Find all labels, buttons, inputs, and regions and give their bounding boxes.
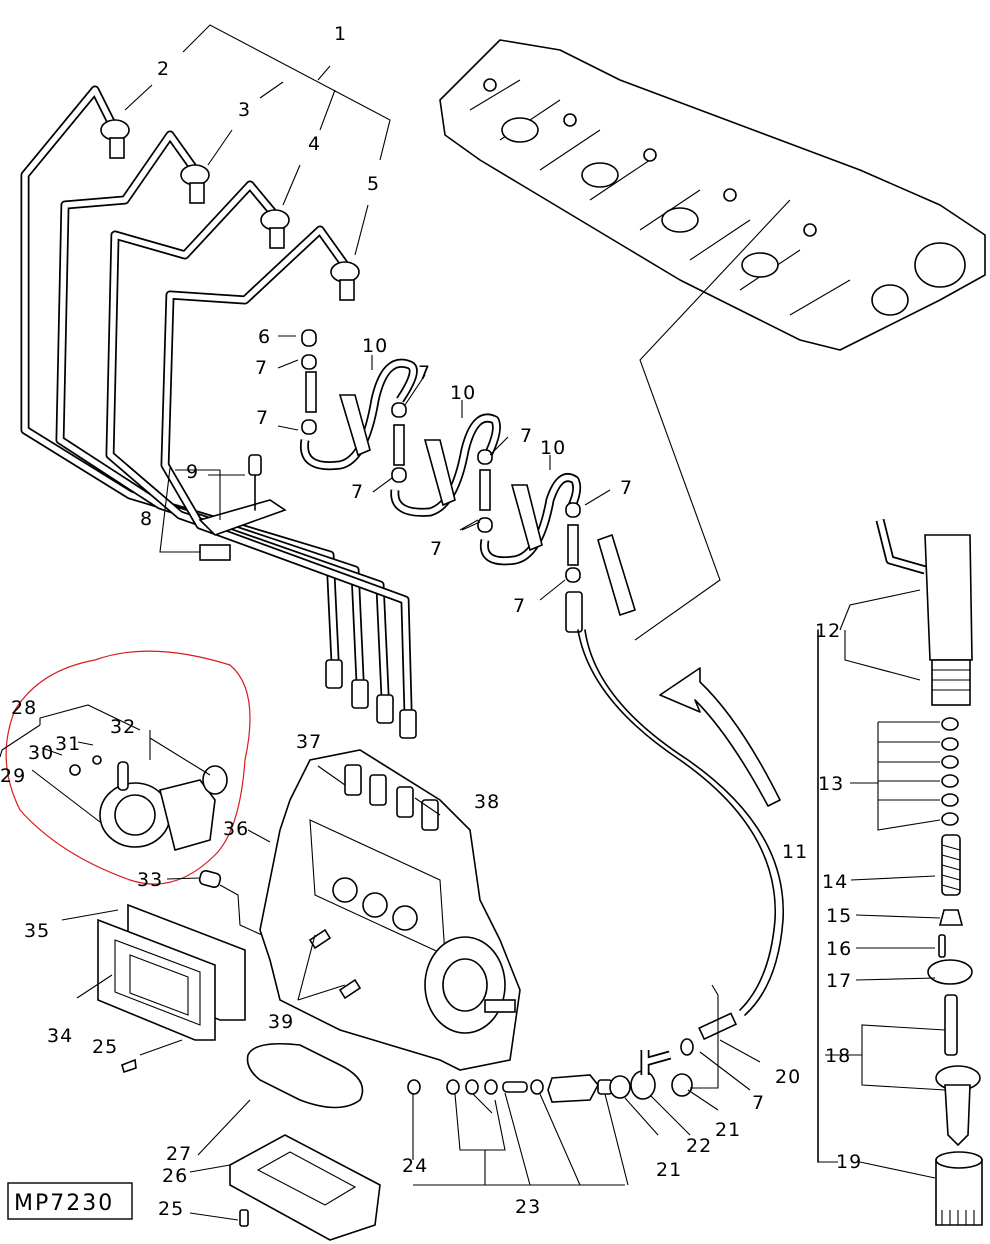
direction-arrow [659,667,781,807]
reference-code: MP7230 [14,1191,114,1216]
feed-pump-assembly [69,755,228,851]
callout-36: 36 [223,818,249,840]
callout-26: 26 [162,1165,188,1187]
callout-10b: 10 [450,382,476,404]
callout-28: 28 [11,697,37,719]
callout-31: 31 [55,733,81,755]
callout-30: 30 [28,742,54,764]
callout-8: 8 [140,508,153,530]
callout-7h: 7 [513,595,526,617]
gasket-27 [246,1042,364,1109]
callout-3: 3 [238,99,251,121]
callout-32: 32 [110,716,136,738]
callout-6: 6 [258,326,271,348]
injector-exploded [817,518,983,1226]
callout-10c: 10 [540,437,566,459]
cap-6 [301,329,317,347]
leak-off-lines [299,329,636,633]
callout-18: 18 [825,1045,851,1067]
reference-code-box: MP7230 [7,1182,133,1220]
callout-7f: 7 [430,538,443,560]
callout-25b: 25 [158,1198,184,1220]
cover-plates [97,903,246,1074]
callout-10a: 10 [362,335,388,357]
callout-34: 34 [47,1025,73,1047]
callout-7e: 7 [520,425,533,447]
callout-9: 9 [186,461,199,483]
callout-14: 14 [822,871,848,893]
callout-13: 13 [818,773,844,795]
line-fitting-5 [330,261,360,301]
line-fitting-2 [100,119,130,159]
callout-33: 33 [137,869,163,891]
callout-22: 22 [686,1135,712,1157]
injection-lines [20,85,417,739]
callout-7c: 7 [418,362,431,384]
highlight-circle [5,650,251,885]
leader-lines [0,24,946,1221]
callout-16: 16 [826,938,852,960]
callout-38: 38 [474,791,500,813]
return-pipe [577,629,776,1011]
delivery-valves [344,764,439,831]
injection-pump [259,749,521,1071]
callout-7g: 7 [620,477,633,499]
callout-20: 20 [775,1066,801,1088]
plug-33 [198,869,222,889]
callout-7i: 7 [752,1092,765,1114]
callout-1: 1 [334,23,347,45]
callout-15: 15 [826,905,852,927]
callout-labels: 1 2 3 4 5 6 7 7 7 7 7 7 7 7 7 8 9 10 10 … [0,23,862,1220]
callout-29: 29 [0,765,26,787]
line-fitting-3 [180,164,210,204]
small-parts-row [407,1012,738,1103]
callout-25a: 25 [92,1036,118,1058]
callout-19: 19 [836,1151,862,1173]
callout-4: 4 [308,133,321,155]
cylinder-head [439,39,986,641]
callout-7b: 7 [256,407,269,429]
callout-2: 2 [157,58,170,80]
callout-21b: 21 [656,1159,682,1181]
callout-23: 23 [515,1196,541,1218]
callout-7a: 7 [255,357,268,379]
callout-35: 35 [24,920,50,942]
callout-7d: 7 [351,481,364,503]
shims [941,717,959,826]
callout-37: 37 [296,731,322,753]
plate-26 [229,1134,381,1241]
callout-24: 24 [402,1155,428,1177]
callout-27: 27 [166,1143,192,1165]
line-fitting-4 [260,209,290,249]
callout-5: 5 [367,173,380,195]
callout-17: 17 [826,970,852,992]
callout-21a: 21 [715,1119,741,1141]
callout-39: 39 [268,1011,294,1033]
callout-12: 12 [815,620,841,642]
callout-11: 11 [782,841,808,863]
